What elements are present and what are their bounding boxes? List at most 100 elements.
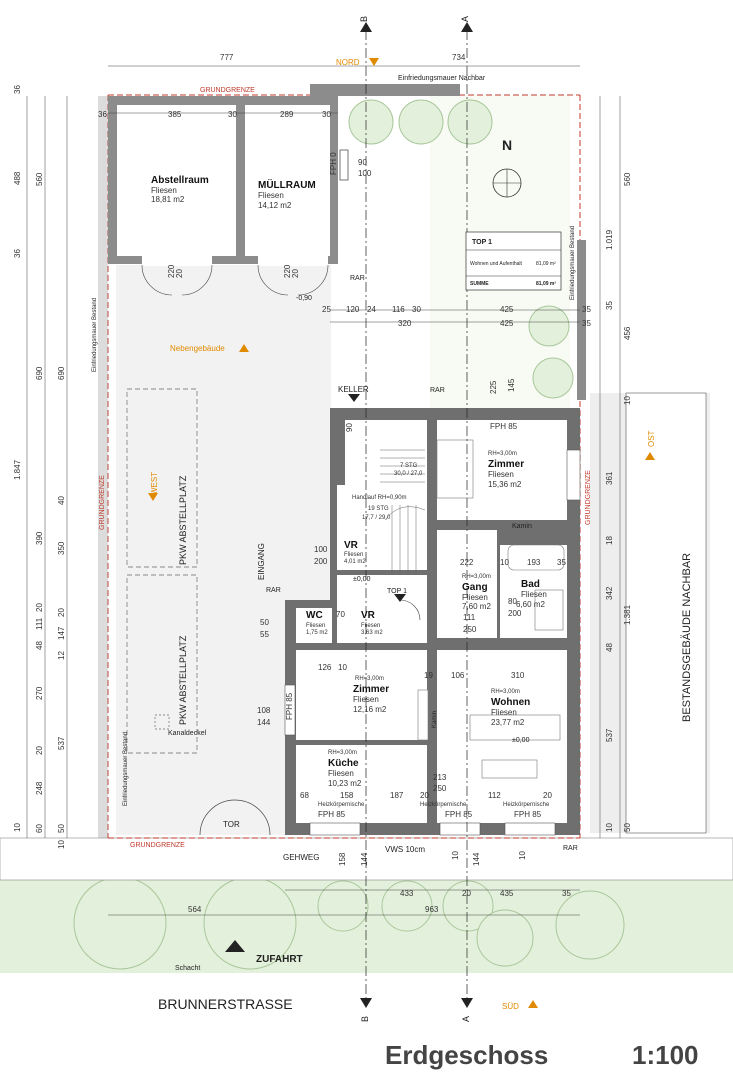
room-vr1-area: 4,01 m2 (344, 559, 366, 565)
drawing-scale: 1:100 (632, 1040, 699, 1070)
right-wall (577, 240, 586, 400)
dim-left-12: 270 (35, 686, 44, 700)
room-zimmer2-height: RH=3,00m (355, 676, 384, 682)
dim-misc-27: 126 (318, 663, 332, 672)
room-zimmer1-height: RH=3,00m (488, 451, 517, 457)
dim-misc-42: 158 (338, 852, 347, 866)
room-vr2-floor: Fliesen (361, 623, 380, 629)
gate-label: TOR (223, 820, 240, 829)
west-arrow-icon (148, 493, 158, 501)
dim-right-13: 50 (623, 823, 632, 832)
stairs-label-3: 19 STG (368, 506, 389, 512)
heater-label-2: Heizkörpernische (420, 802, 467, 808)
nebengebaeude-arrow-icon (239, 344, 249, 352)
house (284, 408, 581, 836)
neighbour-wall (310, 84, 460, 96)
room-wohnen-floor: Fliesen (491, 708, 517, 717)
room-wc-name: WC (306, 610, 323, 621)
room-wohnen-name: Wohnen (491, 697, 530, 708)
dim-misc-44: 10 (451, 851, 460, 860)
dim-misc-52: 963 (425, 905, 439, 914)
sued-label: SÜD (502, 1002, 519, 1011)
manhole-label: Kanaldeckel (168, 730, 207, 737)
north-compass (492, 168, 522, 198)
summary-title: TOP 1 (472, 239, 492, 246)
window-label-3: FPH 85 (445, 810, 473, 819)
dimension-lines (26, 65, 621, 916)
labels: B A B A NORD SÜD WEST OST N GRUNDGRENZE … (92, 16, 693, 1022)
dim-misc-26: 250 (463, 625, 477, 634)
nord-arrow-icon (369, 58, 379, 66)
dim-store-4: 289 (280, 110, 294, 119)
dim-left-4: 690 (35, 366, 44, 380)
dim-misc-9: 425 (500, 319, 514, 328)
street-label: BRUNNERSTRASSE (158, 996, 293, 1012)
stairs-label-5: Handlauf RH=0,90m (352, 495, 407, 501)
dim-left-9: 20 (57, 608, 66, 617)
stairs-label-4: 17,7 / 29,0 (362, 515, 391, 521)
section-a-bottom-arrow-icon (461, 998, 473, 1008)
room-kueche-area: 10,23 m2 (328, 779, 362, 788)
dim-misc-30: 144 (257, 718, 271, 727)
rar-label-3: RAR (266, 587, 281, 594)
dim-misc-17: 10 (500, 558, 509, 567)
dim-left-14: 111 (35, 617, 44, 630)
room-kueche-height: RH=3,00m (328, 750, 357, 756)
dim-left-3: 36 (13, 249, 22, 258)
room-gang-floor: Fliesen (462, 593, 488, 602)
west-label: WEST (150, 472, 159, 495)
dim-misc-31: 310 (511, 671, 525, 680)
dim-misc-49: 435 (500, 889, 514, 898)
dim-misc-57: 220 (283, 264, 292, 278)
compass-n: N (502, 137, 512, 153)
dim-misc-20: 80 (508, 597, 517, 606)
dim-misc-21: 200 (508, 609, 522, 618)
dim-left-22: 50 (57, 824, 66, 833)
dim-left2-1: 560 (35, 172, 44, 186)
dim-left-1: 36 (13, 85, 22, 94)
dim-misc-18: 193 (527, 558, 541, 567)
dim-misc-48: 20 (462, 889, 471, 898)
dim-top-2: 734 (452, 53, 466, 62)
dim-misc-5: 30 (412, 305, 421, 314)
dim-left-11: 12 (57, 651, 66, 660)
ost-arrow-icon (645, 452, 655, 460)
window-label-1: FPH 85 (490, 422, 518, 431)
dim-misc-36: 187 (390, 791, 404, 800)
dim-left-19: 10 (13, 823, 22, 832)
cellar-label: KELLER (338, 385, 369, 394)
gate (199, 799, 271, 836)
boundary-label-bottom: GRUNDGRENZE (130, 842, 185, 849)
top1-arrow-icon (394, 594, 406, 602)
dim-misc-38: 112 (488, 791, 501, 800)
access-label: ZUFAHRT (256, 954, 303, 965)
dim-misc-32: 19 (424, 671, 433, 680)
dim-left2-2: 690 (57, 366, 66, 380)
dim-right-5: 10 (623, 396, 632, 405)
rar-label-1: RAR (350, 275, 365, 282)
room-gang-name: Gang (462, 582, 488, 593)
dim-misc-43: 144 (360, 852, 369, 866)
room-wohnen-area: 23,77 m2 (491, 718, 525, 727)
dim-misc-54: 100 (358, 169, 372, 178)
dim-left-7: 40 (57, 496, 66, 505)
dim-misc-24: 70 (336, 610, 345, 619)
section-mark-a-top: A (460, 16, 470, 22)
window-label-2: FPH 85 (318, 810, 346, 819)
dim-right-9: 1.381 (623, 604, 632, 625)
dim-left-2: 488 (13, 171, 22, 185)
sidewalk-label: GEHWEG (283, 853, 319, 862)
dim-left-18: 248 (35, 781, 44, 795)
section-b-bottom-arrow-icon (360, 998, 372, 1008)
room-zimmer1-area: 15,36 m2 (488, 480, 522, 489)
dim-misc-47: 433 (400, 889, 414, 898)
dim-top-1: 777 (220, 53, 234, 62)
dim-right-1: 560 (623, 172, 632, 186)
sued-arrow-icon (528, 1000, 538, 1008)
parking-label-2: PKW ABSTELLPLATZ (178, 635, 188, 725)
dim-right-7: 18 (605, 536, 614, 545)
room-wc-floor: Fliesen (306, 623, 325, 629)
dim-right-2: 1.019 (605, 229, 614, 250)
dim-misc-2: 120 (346, 305, 360, 314)
